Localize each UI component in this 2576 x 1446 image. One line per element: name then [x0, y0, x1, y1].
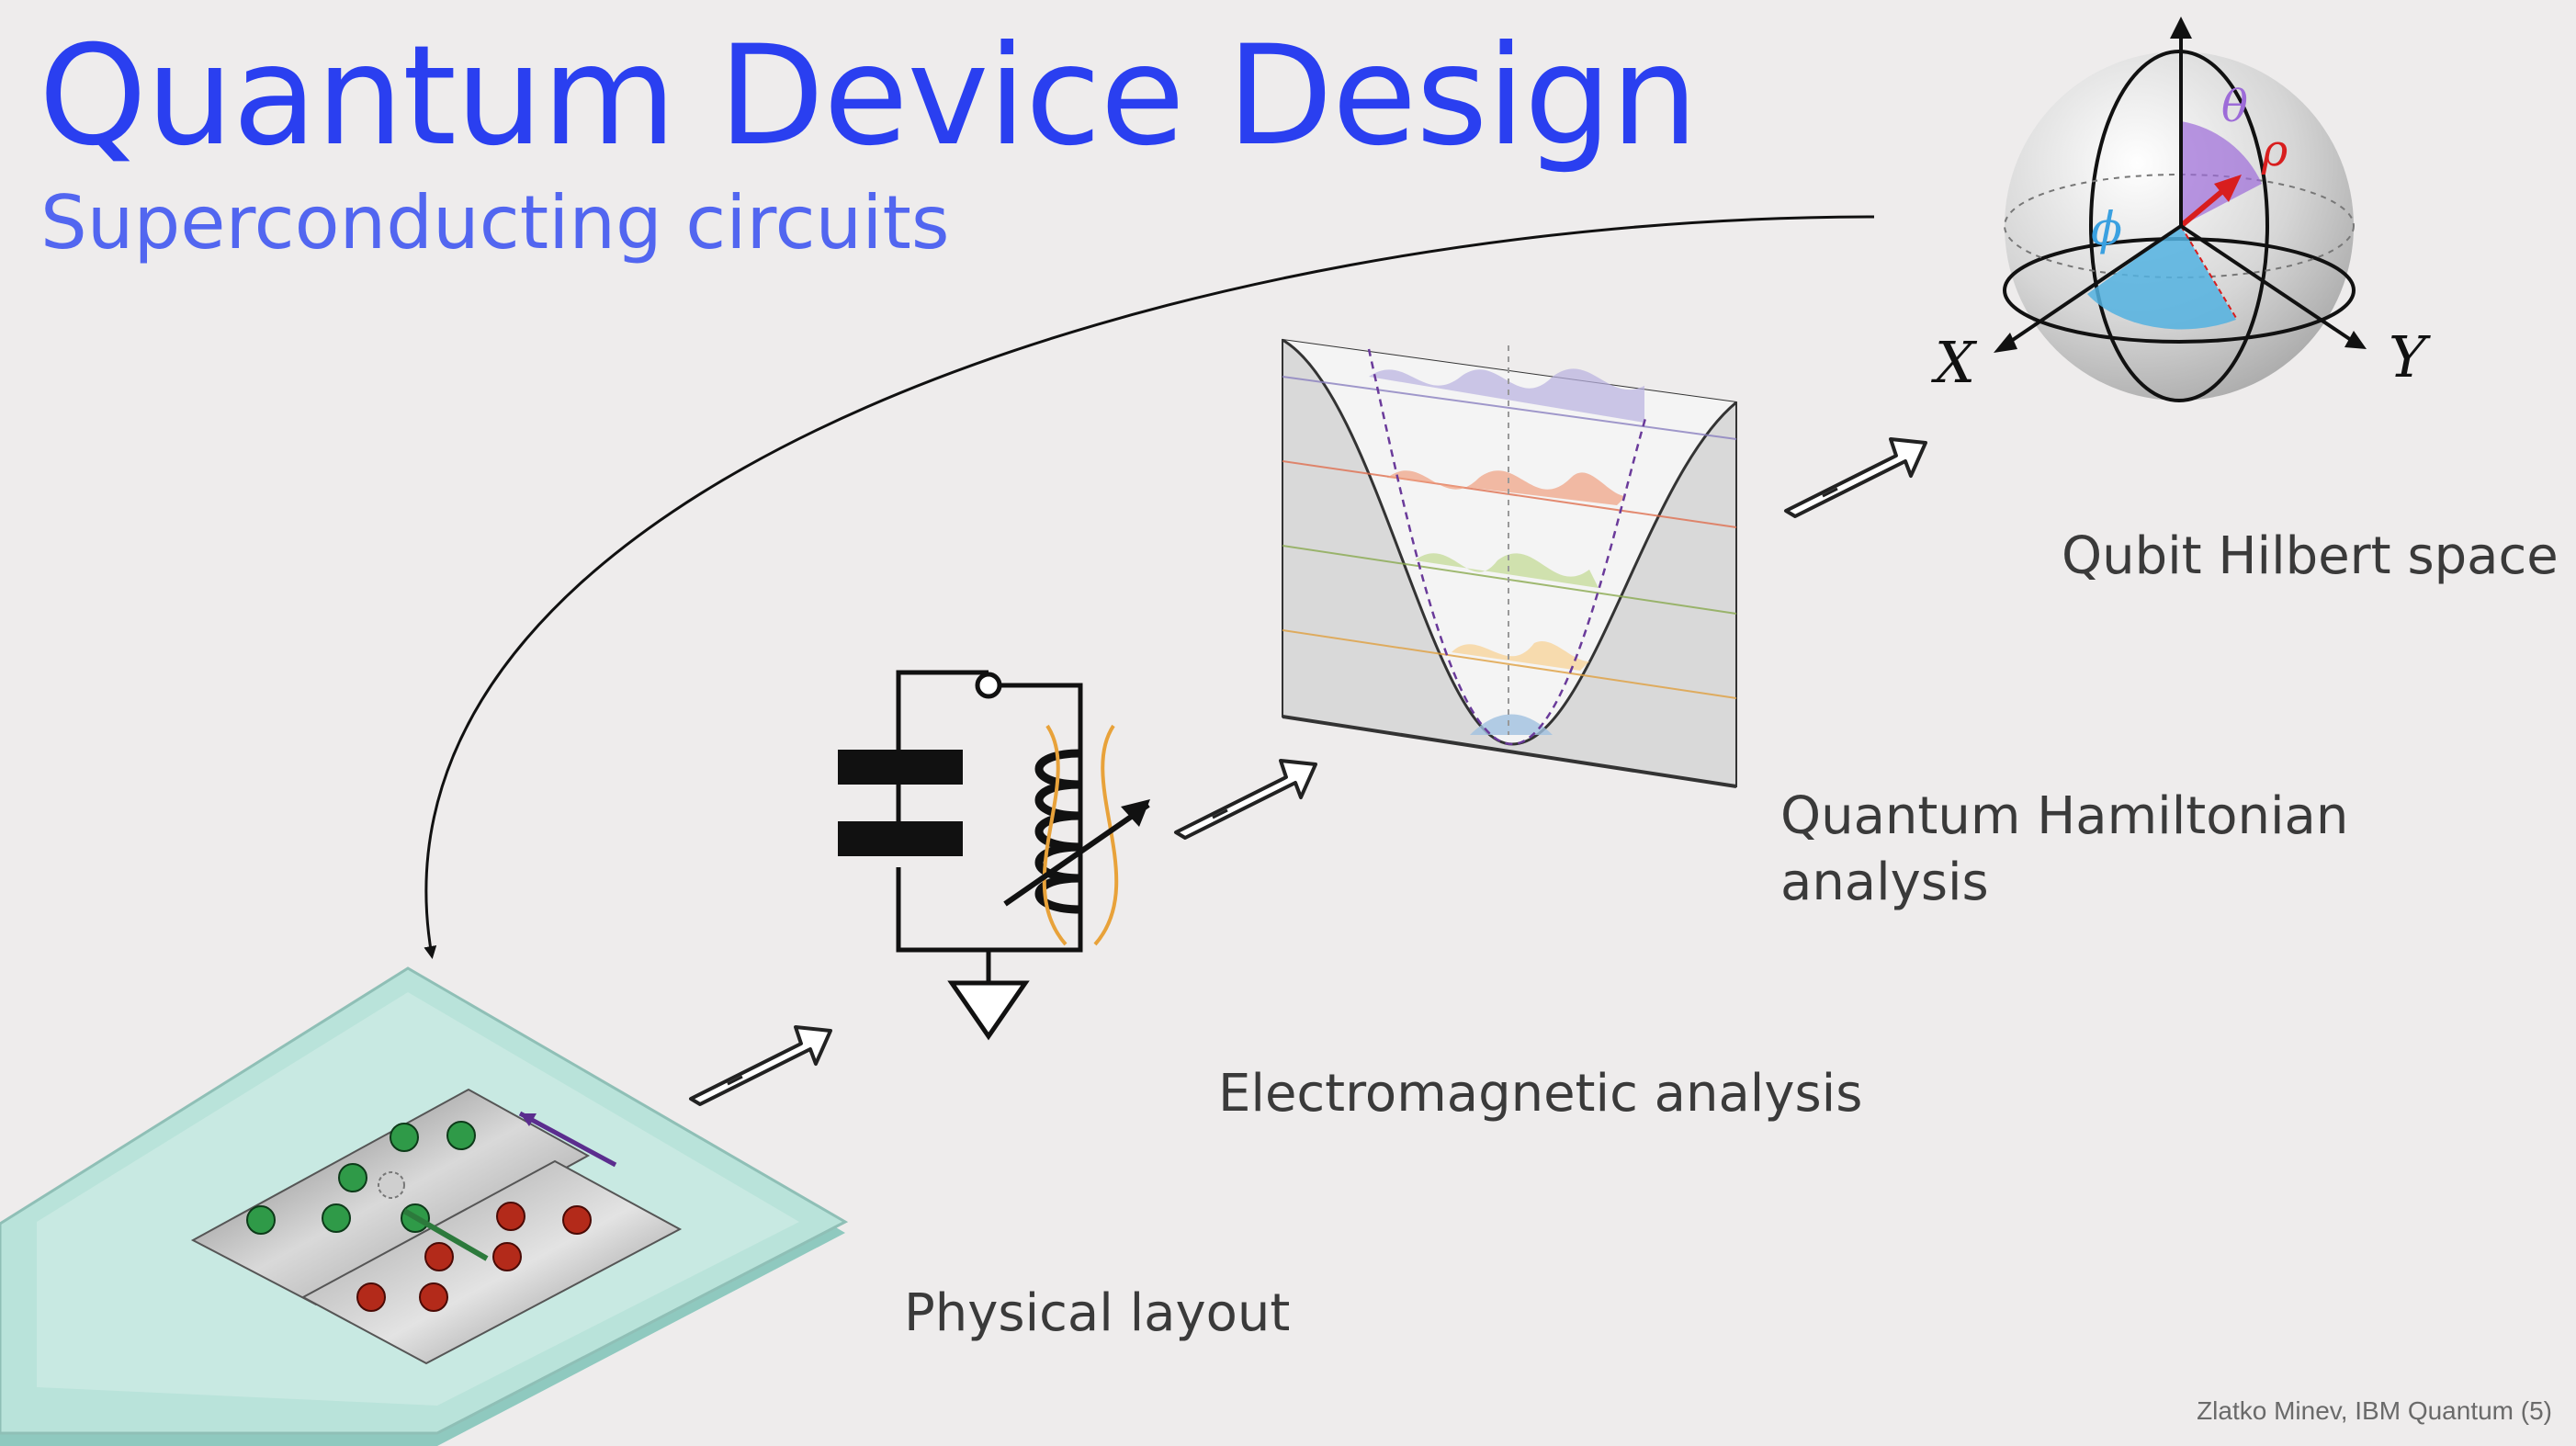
- feedback-arc: [424, 215, 1875, 959]
- green-vortices: [246, 1121, 476, 1235]
- bloch-rho-label: ρ: [2262, 125, 2288, 176]
- stage-arrow-1: [689, 1025, 832, 1106]
- qubit-hilbert-space-label: Qubit Hilbert space: [2062, 526, 2559, 586]
- bloch-phi-label: ϕ: [2091, 202, 2123, 255]
- page-title: Quantum Device Design: [39, 17, 1698, 176]
- page-subtitle: Superconducting circuits: [40, 180, 950, 265]
- bloch-sphere: [1994, 17, 2367, 402]
- stage-arrow-2: [1174, 759, 1317, 840]
- stage-arrow-3: [1784, 437, 1927, 518]
- physical-layout-label: Physical layout: [904, 1283, 1291, 1343]
- chip-layout: [0, 966, 849, 1446]
- quantum-hamiltonian-label: Quantum Hamiltonian analysis: [1780, 784, 2348, 916]
- lc-circuit: [838, 670, 1150, 1041]
- quantum-hamiltonian-label-line2: analysis: [1780, 853, 1989, 912]
- red-vortices: [356, 1202, 592, 1312]
- bloch-theta-label: θ: [2221, 81, 2248, 132]
- electromagnetic-analysis-label: Electromagnetic analysis: [1218, 1064, 1863, 1124]
- slide-credit: Zlatko Minev, IBM Quantum (5): [2197, 1396, 2552, 1425]
- quantum-hamiltonian-label-line1: Quantum Hamiltonian: [1780, 786, 2349, 846]
- bloch-axis-x-label: X: [1935, 329, 1976, 396]
- bloch-axis-y-label: Y: [2389, 323, 2426, 390]
- hamiltonian-plot: [1282, 338, 1737, 788]
